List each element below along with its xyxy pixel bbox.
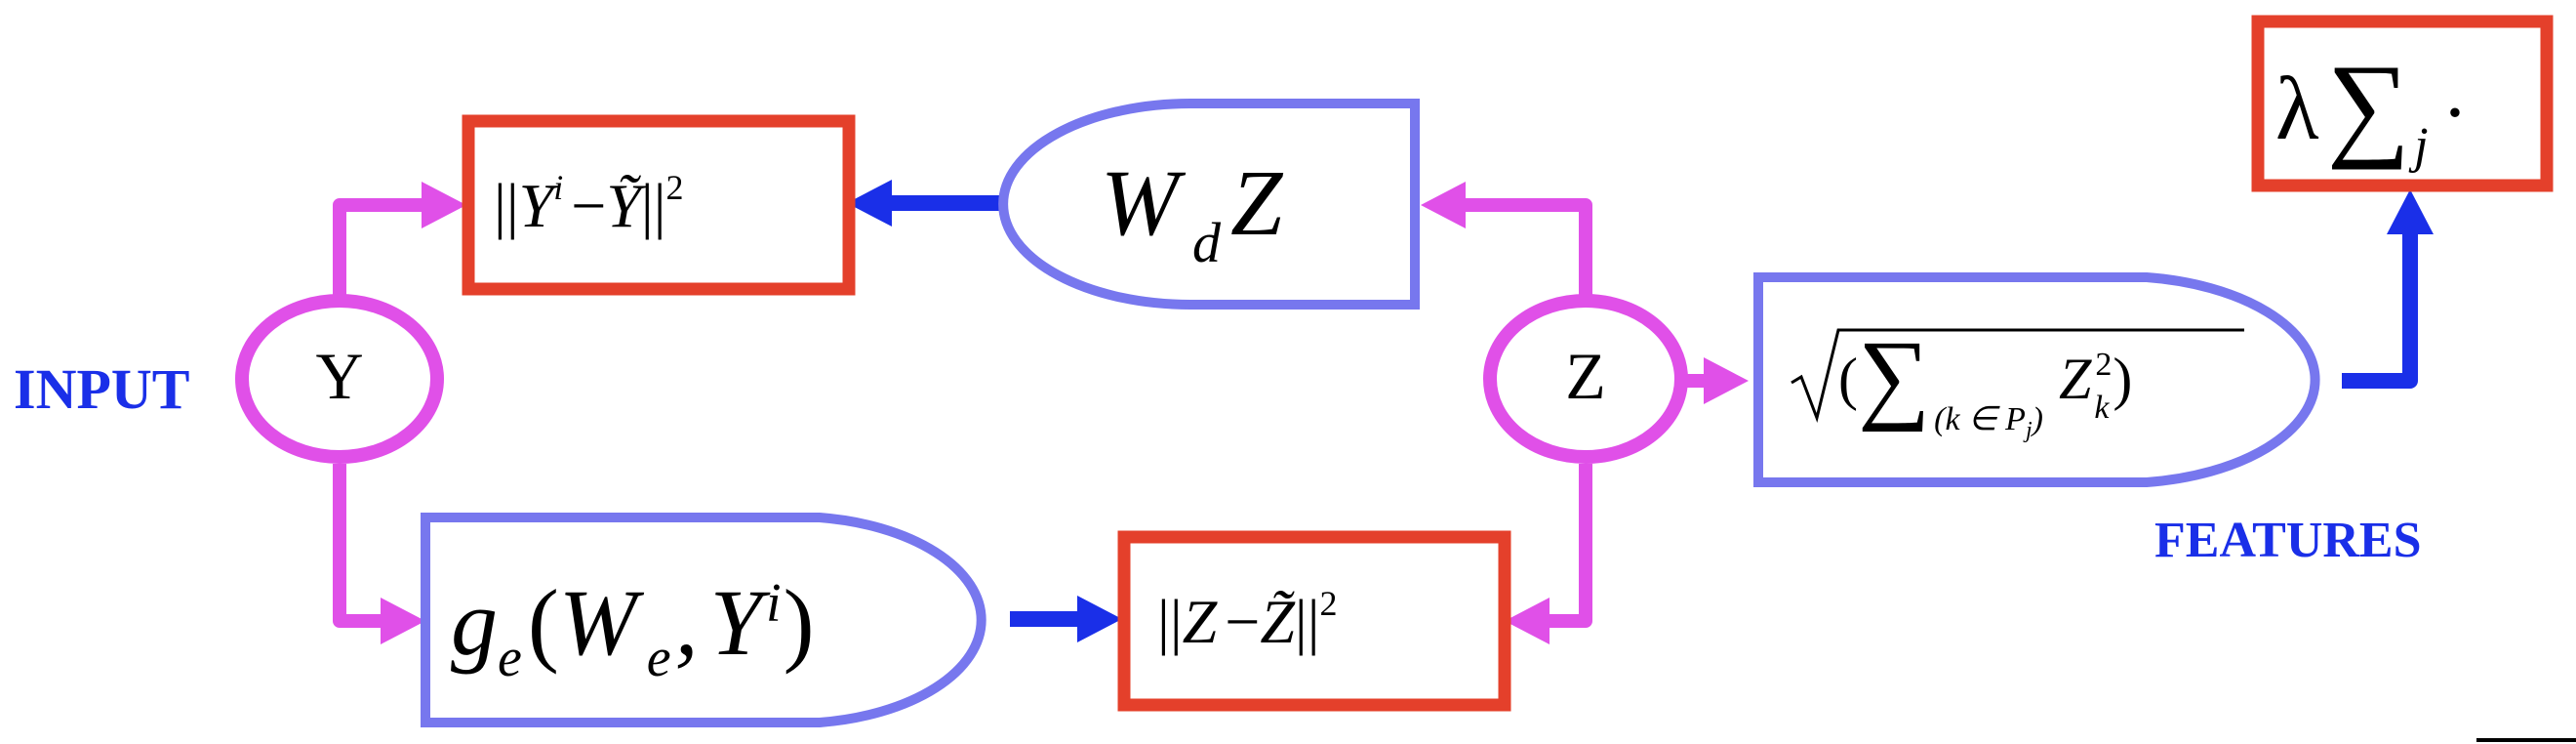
arrowhead-to-reconstruction-loss bbox=[422, 182, 466, 228]
signal-connectors bbox=[333, 198, 1710, 628]
input-label: INPUT bbox=[14, 357, 189, 421]
flow-arrows bbox=[847, 180, 2434, 642]
sqrt-sign bbox=[1791, 328, 2244, 424]
node-y-circle bbox=[235, 294, 444, 464]
arrowhead-decoder-to-loss bbox=[847, 180, 892, 227]
encoder-shape bbox=[421, 513, 986, 727]
arrowhead-to-pooling bbox=[1704, 357, 1749, 404]
sparsity-penalty-box: λ∑j· bbox=[2251, 15, 2554, 192]
y-to-encoder-line bbox=[333, 464, 388, 628]
sparsity-penalty-formula: λ∑j· bbox=[2275, 40, 2468, 174]
code-loss-box: ||Z−Z̃||2 bbox=[1117, 530, 1511, 712]
code-loss-frame bbox=[1117, 530, 1511, 712]
sparsity-penalty-frame bbox=[2251, 15, 2554, 192]
reconstruction-loss-box: ||Yi−Ỹ||2 bbox=[462, 114, 856, 296]
node-y-label: Y bbox=[315, 339, 363, 413]
reconstruction-loss-formula: ||Yi−Ỹ||2 bbox=[494, 168, 684, 240]
z-to-code-loss-line bbox=[1544, 464, 1592, 628]
arrowhead-to-code-loss bbox=[1505, 598, 1550, 644]
arrowhead-to-decoder bbox=[1421, 182, 1466, 228]
arrowhead-encoder-to-code-loss bbox=[1077, 596, 1122, 642]
node-z-circle bbox=[1483, 294, 1688, 464]
y-to-reconstruction-loss-line bbox=[333, 198, 429, 298]
arrowhead-to-encoder bbox=[381, 598, 425, 644]
node-z: Z bbox=[1483, 294, 1688, 464]
decoder-shape bbox=[998, 99, 1420, 310]
reconstruction-loss-frame bbox=[462, 114, 856, 296]
code-loss-formula: ||Z−Z̃||2 bbox=[1157, 584, 1338, 656]
arrowhead-pooling-to-penalty bbox=[2387, 189, 2434, 234]
features-label: FEATURES bbox=[2154, 513, 2422, 568]
node-z-label: Z bbox=[1565, 339, 1606, 413]
signal-arrowheads bbox=[381, 182, 1749, 644]
node-y: Y bbox=[235, 294, 444, 464]
pooling-to-penalty-line bbox=[2342, 227, 2418, 389]
z-to-decoder-line bbox=[1462, 198, 1592, 298]
